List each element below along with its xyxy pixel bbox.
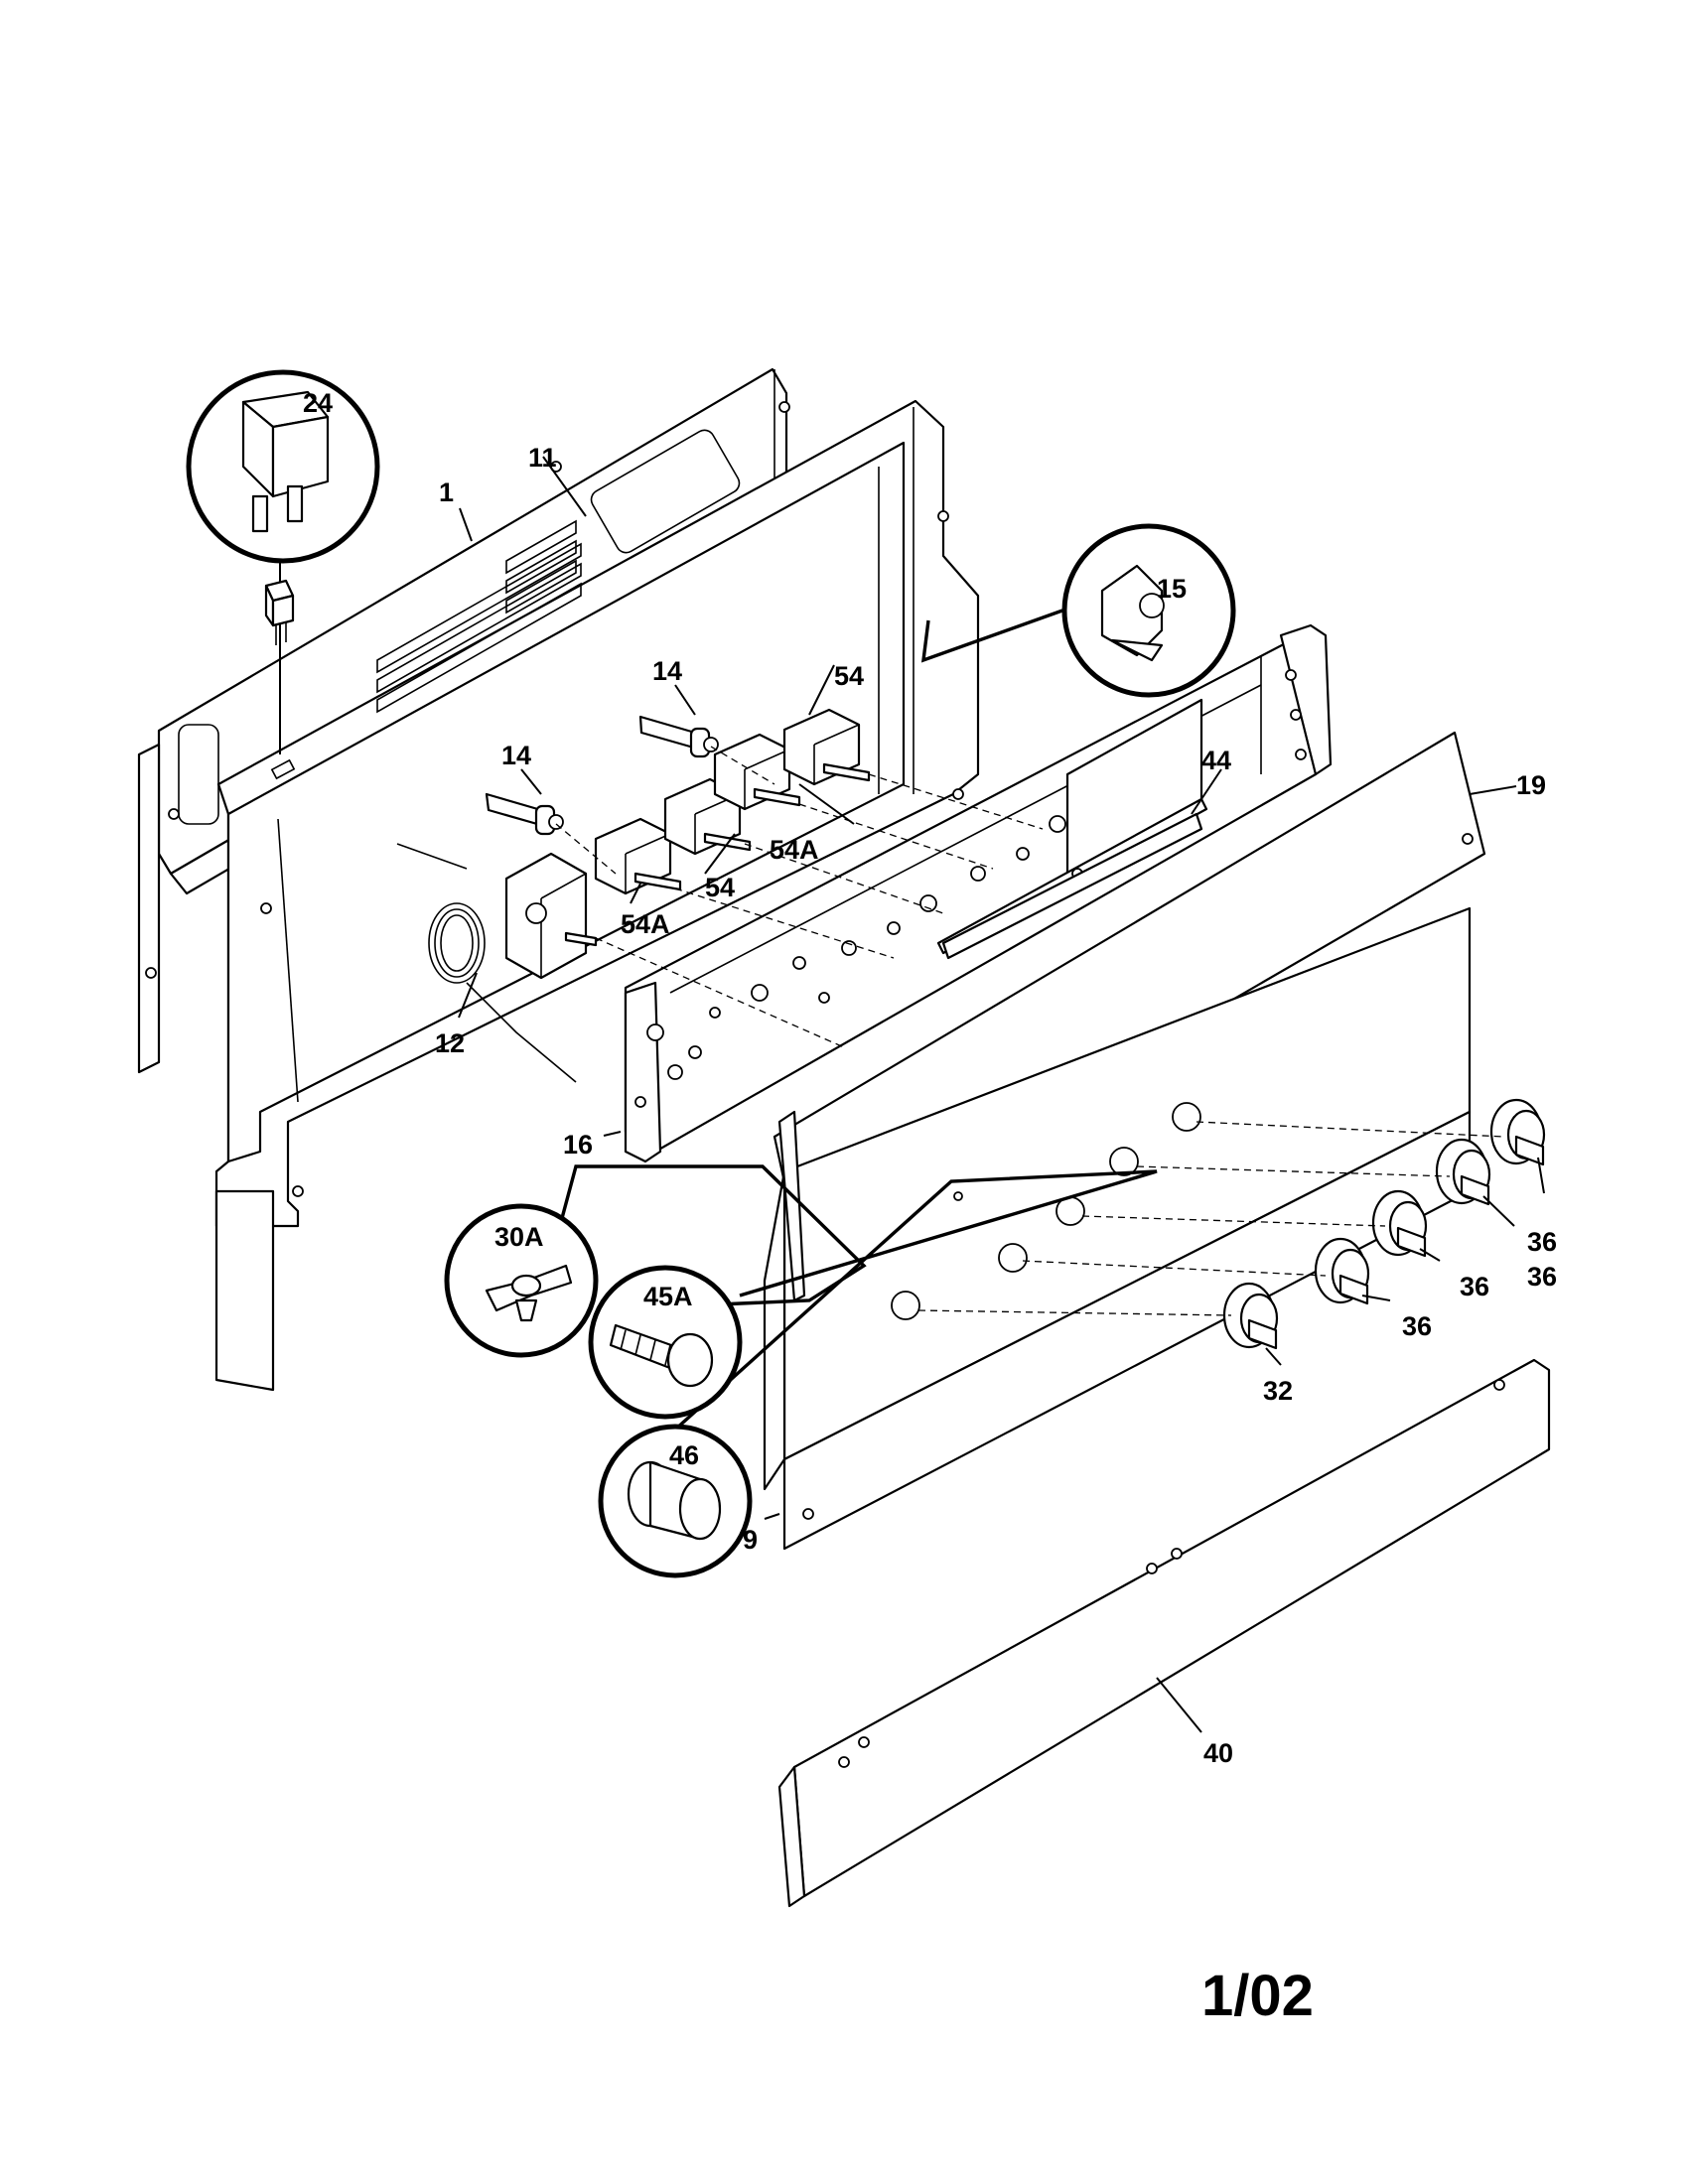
callout-30A — [444, 1203, 599, 1358]
part-54A-switch-left — [594, 817, 682, 895]
label-part-15: 15 — [1157, 574, 1187, 604]
label-part-14-right: 14 — [652, 656, 682, 686]
part-36-knob-4 — [1489, 1098, 1546, 1166]
label-part-32: 32 — [1263, 1376, 1293, 1406]
callout-links — [556, 609, 1158, 1432]
label-part-14-left: 14 — [501, 741, 531, 770]
label-part-54A-left: 54A — [621, 909, 670, 939]
part-14-switch-right — [638, 715, 719, 758]
label-part-44: 44 — [1201, 746, 1231, 775]
label-part-12: 12 — [435, 1028, 465, 1058]
label-part-45A: 45A — [643, 1282, 693, 1311]
label-part-11: 11 — [528, 443, 557, 473]
callout-45A — [588, 1265, 743, 1420]
part-12-thermostat — [396, 843, 598, 1083]
part-54A-switch-right — [713, 733, 801, 811]
label-part-36-b: 36 — [1460, 1272, 1489, 1301]
label-part-19: 19 — [1516, 770, 1546, 800]
label-part-36-a: 36 — [1402, 1311, 1432, 1341]
label-part-54-left: 54 — [705, 873, 735, 902]
label-part-54A-right: 54A — [770, 835, 819, 865]
label-part-9: 9 — [743, 1525, 758, 1555]
part-32-knob — [1222, 1282, 1279, 1350]
part-labels: 1 11 24 15 14 14 54 54 54A 54A 44 19 12 … — [303, 388, 1557, 1768]
part-40-front-trim — [777, 1358, 1551, 1908]
label-part-16: 16 — [563, 1130, 593, 1160]
date-code: 1/02 — [1201, 1964, 1314, 2028]
part-36-knob-1 — [1314, 1237, 1370, 1305]
part-36-knob-3 — [1435, 1138, 1491, 1206]
callout-24 — [186, 369, 380, 564]
part-44-trim-strip — [941, 812, 1203, 960]
callout-46 — [598, 1424, 753, 1578]
alignment-lines — [555, 746, 1505, 1316]
part-11-control-frame — [214, 399, 980, 1392]
label-part-1: 1 — [439, 478, 454, 507]
part-36-knob-2 — [1371, 1189, 1428, 1258]
label-part-36-c: 36 — [1527, 1262, 1557, 1292]
label-part-24: 24 — [303, 388, 333, 418]
label-part-36-d: 36 — [1527, 1227, 1557, 1257]
part-24-rocker-switch — [264, 579, 295, 645]
label-part-46: 46 — [669, 1440, 699, 1470]
part-9-lower-panel — [763, 906, 1472, 1551]
part-14-switch-left — [485, 792, 564, 836]
label-part-30A: 30A — [494, 1222, 544, 1252]
label-part-40: 40 — [1203, 1738, 1233, 1768]
part-54-switch-right — [782, 708, 871, 786]
callout-15 — [1061, 523, 1236, 698]
label-part-54-right: 54 — [834, 661, 864, 691]
